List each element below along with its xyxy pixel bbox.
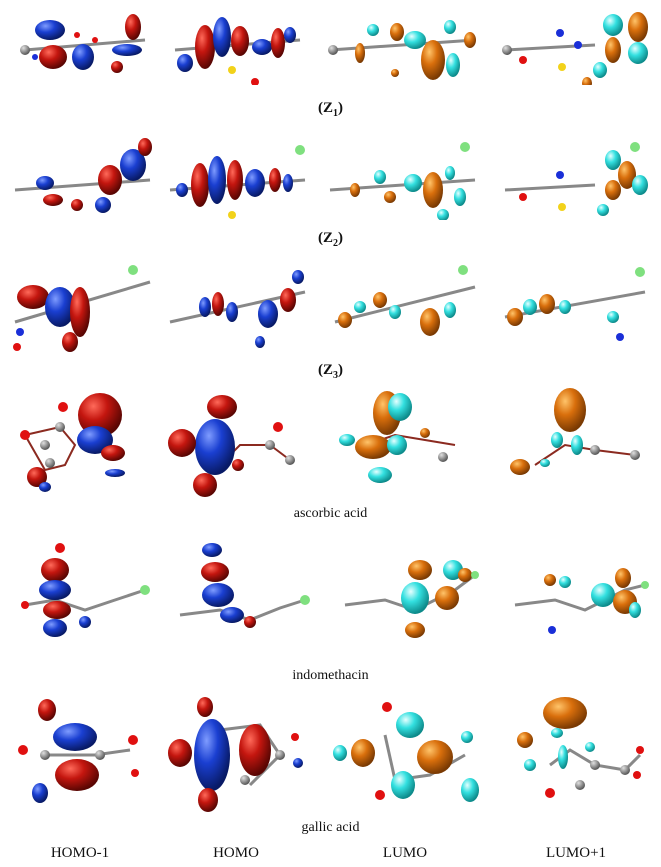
orbital-image-ascorbic-homo (160, 385, 310, 500)
orbital-image-z2-homo (160, 135, 310, 220)
row-label-ascorbic-acid: ascorbic acid (293, 506, 368, 521)
row-label-z2: (Z2) (318, 230, 343, 249)
row-label-indomethacin: indomethacin (292, 668, 369, 683)
orbital-image-z3-lumo-1 (495, 262, 655, 357)
figure-row-z1: (Z1) (0, 0, 661, 125)
figure-row-gallic-acid: gallic acid (0, 695, 661, 840)
orbital-image-indomethacin-lumo-1 (495, 530, 655, 660)
column-label-lumo-1: LUMO+1 (545, 845, 607, 861)
orbital-image-z3-homo-1 (5, 262, 155, 357)
orbital-image-gallic-homo-1 (5, 695, 155, 815)
orbital-image-ascorbic-homo-1 (5, 385, 155, 500)
orbital-image-indomethacin-homo-1 (5, 530, 155, 660)
orbital-image-ascorbic-lumo-1 (495, 385, 655, 500)
orbital-image-z3-homo (160, 262, 310, 357)
orbital-image-gallic-lumo-1 (495, 695, 655, 815)
column-label-homo-1: HOMO-1 (50, 845, 110, 861)
orbital-image-z2-homo-1 (5, 135, 155, 220)
column-label-homo: HOMO (213, 845, 259, 861)
orbital-image-ascorbic-lumo (325, 385, 480, 500)
column-label-lumo: LUMO (382, 845, 428, 861)
orbital-image-z1-homo (160, 5, 310, 85)
figure-row-ascorbic-acid: ascorbic acid (0, 385, 661, 525)
orbital-image-z3-lumo (325, 262, 480, 357)
figure-row-z2: (Z2) (0, 130, 661, 260)
orbital-image-indomethacin-lumo (325, 530, 480, 660)
row-label-gallic-acid: gallic acid (301, 820, 360, 835)
figure-row-indomethacin: indomethacin (0, 530, 661, 690)
row-label-z3: (Z3) (318, 362, 343, 381)
orbital-image-z2-lumo (325, 135, 480, 220)
orbital-image-gallic-lumo (325, 695, 480, 815)
orbital-image-z1-lumo (325, 5, 480, 85)
orbital-image-indomethacin-homo (160, 530, 310, 660)
orbital-image-gallic-homo (160, 695, 310, 815)
orbital-image-z2-lumo-1 (495, 135, 655, 220)
figure-row-z3: (Z3) (0, 262, 661, 387)
row-label-z1: (Z1) (318, 100, 343, 119)
orbital-image-z1-lumo-1 (495, 5, 655, 85)
orbital-image-z1-homo-1 (5, 5, 155, 85)
